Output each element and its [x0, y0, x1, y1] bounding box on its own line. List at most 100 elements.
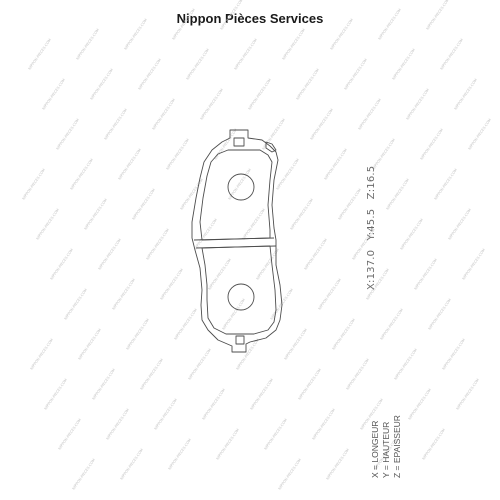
- dimension-x: X:137.0: [366, 249, 377, 290]
- dimension-z: Z:16.5: [366, 165, 377, 200]
- backing-plate-outline: [191, 129, 283, 353]
- watermark-text: NIPPON-PIECES.COM: [442, 338, 467, 371]
- dimension-legend: X = LONGEUR Y = HAUTEUR Z = EPAISSEUR: [370, 415, 403, 478]
- dimensions-label: X:137.0 Y:45.5 Z:16.5: [366, 160, 377, 290]
- watermark-text: NIPPON-PIECES.COM: [70, 158, 95, 191]
- watermark-text: NIPPON-PIECES.COM: [120, 448, 145, 481]
- legend-z: Z = EPAISSEUR: [392, 415, 402, 478]
- watermark-text: NIPPON-PIECES.COM: [434, 168, 459, 201]
- watermark-text: NIPPON-PIECES.COM: [414, 258, 439, 291]
- watermark-text: NIPPON-PIECES.COM: [394, 348, 419, 381]
- watermark-text: NIPPON-PIECES.COM: [58, 418, 83, 451]
- watermark-text: NIPPON-PIECES.COM: [104, 108, 129, 141]
- watermark-text: NIPPON-PIECES.COM: [332, 318, 357, 351]
- watermark-text: NIPPON-PIECES.COM: [448, 208, 473, 241]
- watermark-text: NIPPON-PIECES.COM: [22, 168, 47, 201]
- lower-retaining-circle: [227, 283, 255, 311]
- watermark-text: NIPPON-PIECES.COM: [98, 238, 123, 271]
- watermark-text: NIPPON-PIECES.COM: [126, 318, 151, 351]
- watermark-text: NIPPON-PIECES.COM: [234, 38, 259, 71]
- watermark-text: NIPPON-PIECES.COM: [326, 448, 351, 481]
- watermark-text: NIPPON-PIECES.COM: [242, 208, 267, 241]
- watermark-text: NIPPON-PIECES.COM: [44, 378, 69, 411]
- watermark-text: NIPPON-PIECES.COM: [420, 128, 445, 161]
- watermark-text: NIPPON-PIECES.COM: [132, 188, 157, 221]
- watermark-text: NIPPON-PIECES.COM: [56, 118, 81, 151]
- watermark-text: NIPPON-PIECES.COM: [76, 28, 101, 61]
- watermark-text: NIPPON-PIECES.COM: [106, 408, 131, 441]
- legend-x: X = LONGEUR: [370, 420, 380, 478]
- watermark-text: NIPPON-PIECES.COM: [284, 328, 309, 361]
- watermark-text: NIPPON-PIECES.COM: [248, 78, 273, 111]
- watermark-text: NIPPON-PIECES.COM: [146, 228, 171, 261]
- watermark-text: NIPPON-PIECES.COM: [324, 148, 349, 181]
- watermark-text: NIPPON-PIECES.COM: [304, 238, 329, 271]
- watermark-text: NIPPON-PIECES.COM: [194, 218, 219, 251]
- watermark-text: NIPPON-PIECES.COM: [408, 388, 433, 421]
- watermark-text: NIPPON-PIECES.COM: [172, 8, 197, 41]
- wear-indicator-clip: [265, 141, 277, 153]
- watermark-text: NIPPON-PIECES.COM: [264, 418, 289, 451]
- watermark-text: NIPPON-PIECES.COM: [90, 68, 115, 101]
- watermark-text: NIPPON-PIECES.COM: [358, 98, 383, 131]
- watermark-text: NIPPON-PIECES.COM: [426, 0, 451, 31]
- watermark-text: NIPPON-PIECES.COM: [310, 108, 335, 141]
- watermark-text: NIPPON-PIECES.COM: [456, 378, 481, 411]
- watermark-text: NIPPON-PIECES.COM: [112, 278, 137, 311]
- watermark-text: NIPPON-PIECES.COM: [138, 58, 163, 91]
- watermark-text: NIPPON-PIECES.COM: [160, 268, 185, 301]
- friction-pad-lower: [201, 245, 277, 335]
- watermark-text: NIPPON-PIECES.COM: [174, 308, 199, 341]
- watermark-text: NIPPON-PIECES.COM: [296, 68, 321, 101]
- watermark-text: NIPPON-PIECES.COM: [440, 38, 465, 71]
- watermark-text: NIPPON-PIECES.COM: [154, 398, 179, 431]
- watermark-text: NIPPON-PIECES.COM: [168, 438, 193, 471]
- watermark-text: NIPPON-PIECES.COM: [180, 178, 205, 211]
- watermark-text: NIPPON-PIECES.COM: [312, 408, 337, 441]
- watermark-text: NIPPON-PIECES.COM: [422, 428, 447, 461]
- brand-title: Nippon Pièces Services: [176, 11, 324, 26]
- legend-y: Y = HAUTEUR: [381, 421, 391, 478]
- watermark-text: NIPPON-PIECES.COM: [290, 198, 315, 231]
- watermark-text: NIPPON-PIECES.COM: [380, 308, 405, 341]
- watermark-text: NIPPON-PIECES.COM: [208, 258, 233, 291]
- watermark-text: NIPPON-PIECES.COM: [186, 48, 211, 81]
- watermark-text: NIPPON-PIECES.COM: [78, 328, 103, 361]
- watermark-text: NIPPON-PIECES.COM: [72, 458, 97, 491]
- watermark-text: NIPPON-PIECES.COM: [428, 298, 453, 331]
- top-lug: [233, 137, 245, 147]
- watermark-text: NIPPON-PIECES.COM: [216, 428, 241, 461]
- center-groove-top: [193, 237, 275, 241]
- watermark-text: NIPPON-PIECES.COM: [262, 118, 287, 151]
- watermark-text: NIPPON-PIECES.COM: [64, 288, 89, 321]
- watermark-text: NIPPON-PIECES.COM: [140, 358, 165, 391]
- watermark-text: NIPPON-PIECES.COM: [152, 98, 177, 131]
- watermark-text: NIPPON-PIECES.COM: [250, 378, 275, 411]
- watermark-text: NIPPON-PIECES.COM: [42, 78, 67, 111]
- watermark-text: NIPPON-PIECES.COM: [338, 188, 363, 221]
- watermark-text: NIPPON-PIECES.COM: [378, 8, 403, 41]
- watermark-text: NIPPON-PIECES.COM: [278, 458, 303, 491]
- watermark-text: NIPPON-PIECES.COM: [84, 198, 109, 231]
- watermark-text: NIPPON-PIECES.COM: [298, 368, 323, 401]
- watermark-text: NIPPON-PIECES.COM: [28, 38, 53, 71]
- watermark-text: NIPPON-PIECES.COM: [188, 348, 213, 381]
- watermark-text: NIPPON-PIECES.COM: [468, 118, 493, 151]
- dimension-y: Y:45.5: [366, 208, 377, 241]
- upper-retaining-circle: [227, 173, 255, 201]
- bottom-lug: [235, 335, 245, 345]
- watermark-text: NIPPON-PIECES.COM: [200, 88, 225, 121]
- watermark-text: NIPPON-PIECES.COM: [282, 28, 307, 61]
- watermark-text: NIPPON-PIECES.COM: [118, 148, 143, 181]
- watermark-text: NIPPON-PIECES.COM: [124, 18, 149, 51]
- watermark-text: NIPPON-PIECES.COM: [220, 0, 245, 31]
- watermark-text: NIPPON-PIECES.COM: [202, 388, 227, 421]
- watermark-text: NIPPON-PIECES.COM: [346, 358, 371, 391]
- watermark-text: NIPPON-PIECES.COM: [166, 138, 191, 171]
- watermark-text: NIPPON-PIECES.COM: [454, 78, 479, 111]
- watermark-text: NIPPON-PIECES.COM: [222, 298, 247, 331]
- watermark-text: NIPPON-PIECES.COM: [276, 158, 301, 191]
- watermark-text: NIPPON-PIECES.COM: [344, 58, 369, 91]
- center-groove-bottom: [195, 245, 277, 249]
